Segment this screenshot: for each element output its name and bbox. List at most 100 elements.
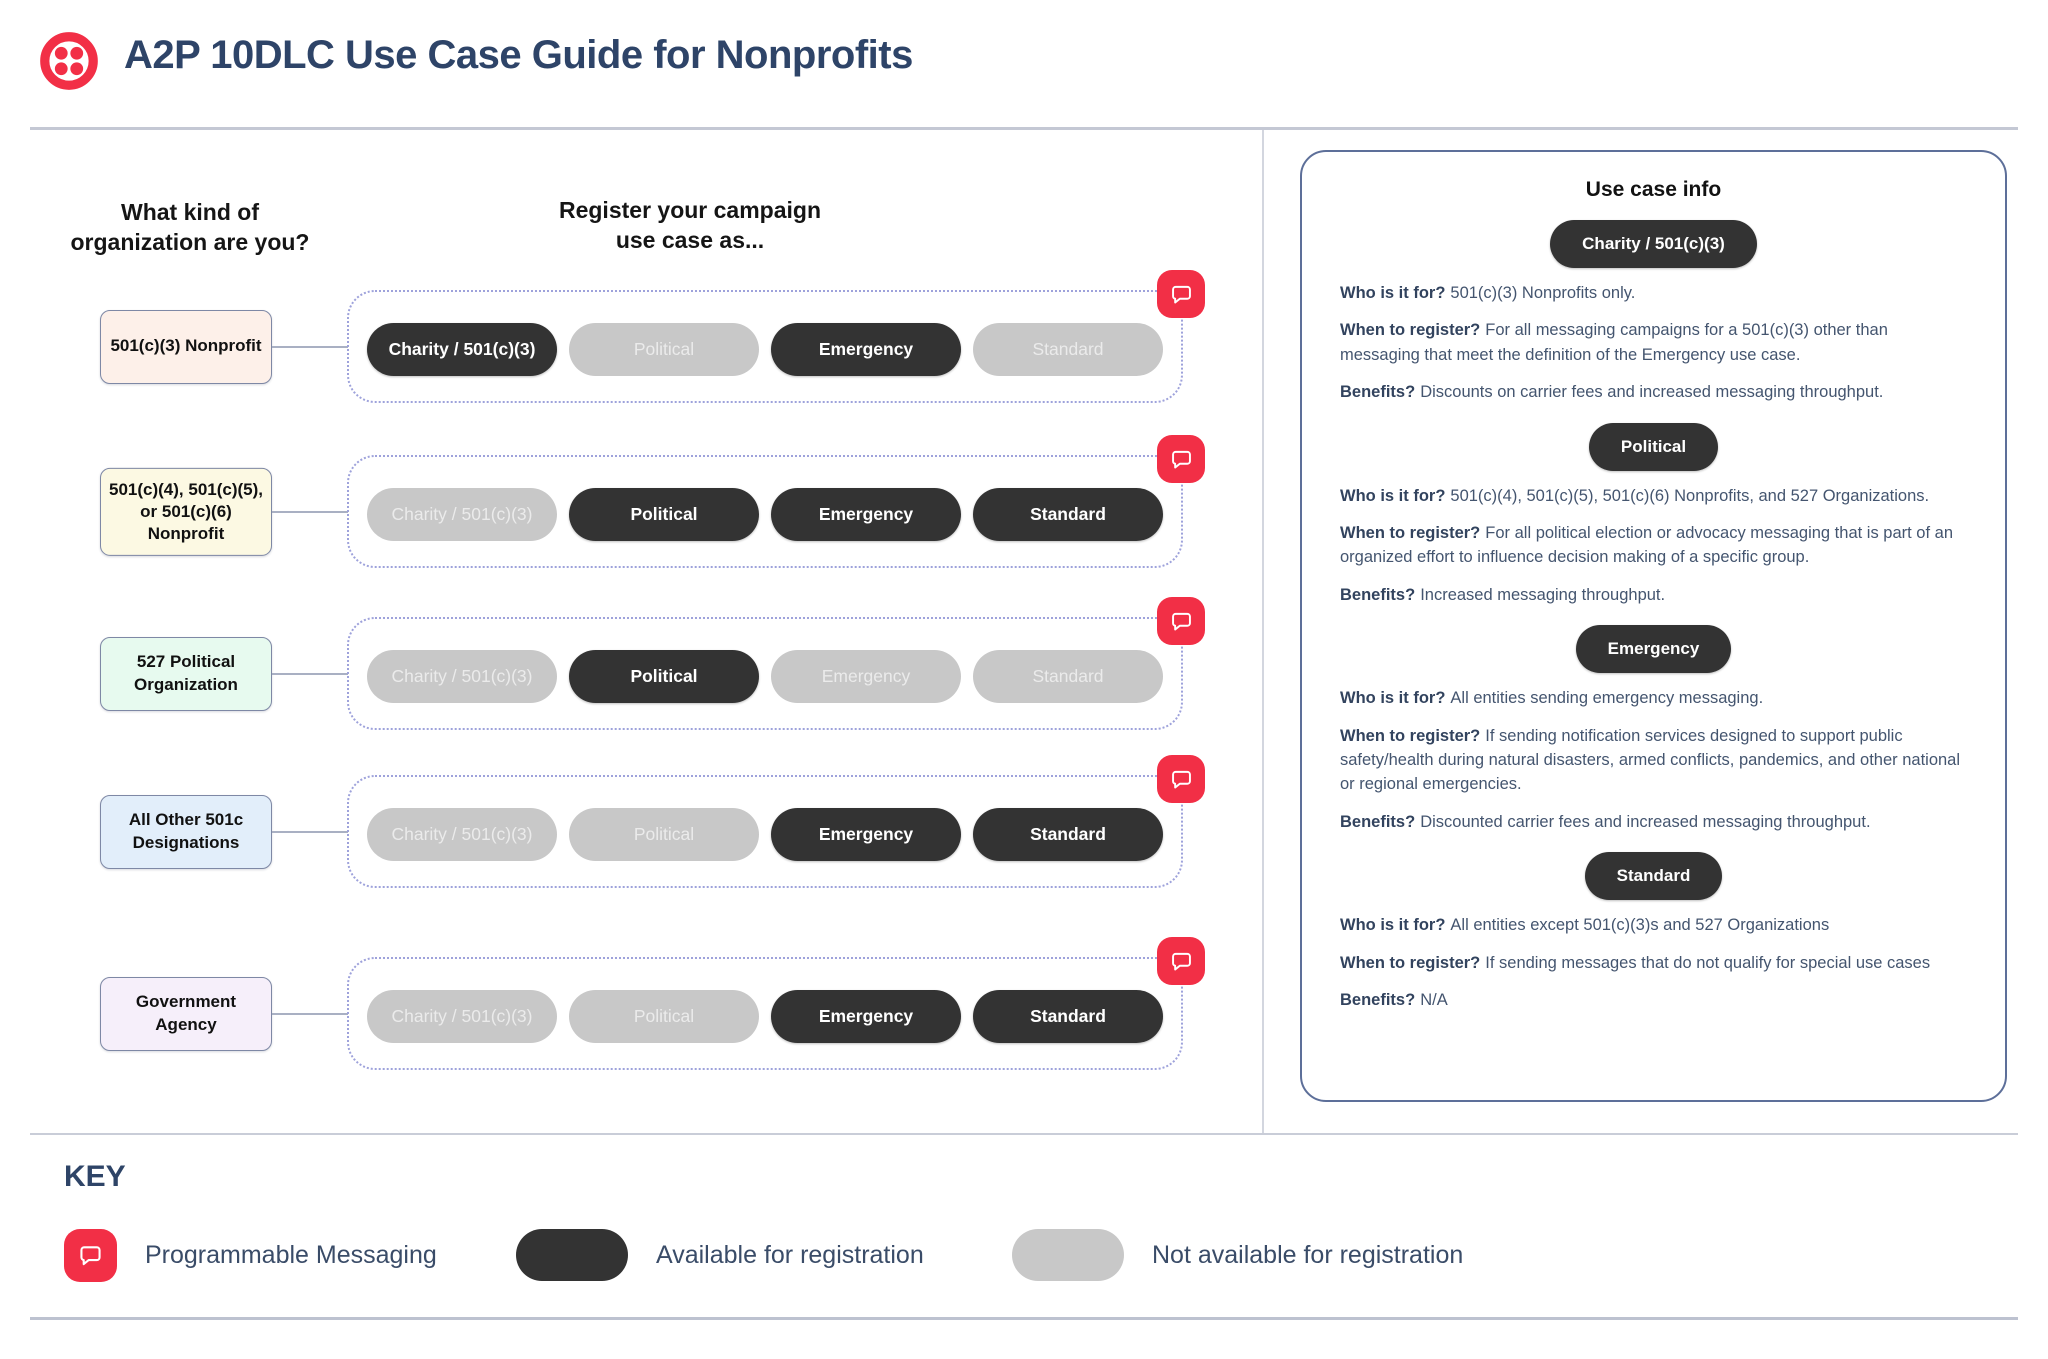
legend-item-programmable-messaging: Programmable Messaging bbox=[64, 1226, 437, 1284]
programmable-messaging-badge bbox=[1157, 937, 1205, 985]
info-item-text: All entities except 501(c)(3)s and 527 O… bbox=[1450, 916, 1830, 935]
org-question-header: What kind of organization are you? bbox=[70, 199, 310, 255]
info-section-charity: Charity / 501(c)(3) Who is it for?501(c)… bbox=[1340, 220, 1967, 405]
page-title: A2P 10DLC Use Case Guide for Nonprofits bbox=[124, 33, 913, 77]
usecase-options-group: Charity / 501(c)(3) Political Emergency … bbox=[347, 937, 1205, 1070]
chat-bubble-icon bbox=[80, 1245, 101, 1265]
info-item-when: When to register?For all messaging campa… bbox=[1340, 318, 1967, 367]
info-item-label: Benefits? bbox=[1340, 383, 1416, 402]
pill-standard: Standard bbox=[973, 650, 1163, 703]
usecase-row-501c3: 501(c)(3) Nonprofit Charity / 501(c)(3) … bbox=[100, 270, 1205, 403]
pill-political: Political bbox=[569, 488, 759, 541]
usecase-row-501c456: 501(c)(4), 501(c)(5), or 501(c)(6) Nonpr… bbox=[100, 435, 1205, 568]
info-item-text: N/A bbox=[1420, 991, 1448, 1010]
info-item-label: Who is it for? bbox=[1340, 284, 1446, 302]
pill-political: Political bbox=[569, 808, 759, 861]
info-pill-political: Political bbox=[1588, 422, 1719, 471]
org-card-other-501c: All Other 501c Designations bbox=[100, 794, 272, 869]
info-item-when: When to register?If sending messages tha… bbox=[1340, 951, 1967, 975]
info-pill-emergency: Emergency bbox=[1575, 625, 1732, 674]
info-item-label: Who is it for? bbox=[1340, 486, 1446, 505]
pill-political: Political bbox=[569, 650, 759, 703]
chat-bubble-icon bbox=[1171, 612, 1191, 630]
pill-standard: Standard bbox=[973, 990, 1163, 1043]
pill-charity: Charity / 501(c)(3) bbox=[367, 808, 557, 861]
info-section-standard: Standard Who is it for?All entities exce… bbox=[1340, 852, 1967, 1012]
org-card-527: 527 Political Organization bbox=[100, 636, 272, 711]
info-item-text: 501(c)(3) Nonprofits only. bbox=[1450, 284, 1636, 302]
info-item-text: If sending messages that do not qualify … bbox=[1485, 953, 1931, 972]
usecase-options-group: Charity / 501(c)(3) Political Emergency … bbox=[347, 597, 1205, 730]
section-divider bbox=[1262, 130, 1264, 1133]
org-card-501c456: 501(c)(4), 501(c)(5), or 501(c)(6) Nonpr… bbox=[100, 467, 272, 556]
info-item-when: When to register?If sending notification… bbox=[1340, 724, 1967, 797]
info-item-text: Discounts on carrier fees and increased … bbox=[1420, 383, 1884, 402]
info-item-benefits: Benefits?Discounted carrier fees and inc… bbox=[1340, 810, 1967, 834]
programmable-messaging-badge bbox=[1157, 597, 1205, 645]
programmable-messaging-badge bbox=[1157, 755, 1205, 803]
pill-emergency: Emergency bbox=[771, 323, 961, 376]
info-section-emergency: Emergency Who is it for?All entities sen… bbox=[1340, 625, 1967, 834]
legend-available-pill bbox=[516, 1229, 628, 1281]
org-card-government: Government Agency bbox=[100, 976, 272, 1051]
key-divider bbox=[30, 1133, 2018, 1135]
usecase-row-government: Government Agency Charity / 501(c)(3) Po… bbox=[100, 937, 1205, 1070]
info-item-text: If sending notification services designe… bbox=[1340, 726, 1961, 794]
key-title: KEY bbox=[64, 1160, 126, 1193]
connector-line bbox=[272, 510, 348, 513]
info-item-text: For all messaging campaigns for a 501(c)… bbox=[1340, 321, 1888, 364]
org-card-label: Government Agency bbox=[135, 992, 237, 1034]
connector-line bbox=[272, 830, 348, 833]
chat-bubble-icon bbox=[1171, 285, 1191, 303]
pill-standard: Standard bbox=[973, 323, 1163, 376]
pill-standard: Standard bbox=[973, 808, 1163, 861]
legend-label: Available for registration bbox=[656, 1240, 924, 1269]
legend-label: Not available for registration bbox=[1152, 1240, 1464, 1269]
connector-line bbox=[272, 672, 348, 675]
info-item-text: For all political election or advocacy m… bbox=[1340, 524, 1954, 567]
org-card-501c3: 501(c)(3) Nonprofit bbox=[100, 309, 272, 384]
use-case-info-panel: Use case info Charity / 501(c)(3) Who is… bbox=[1300, 150, 2007, 1102]
legend-label: Programmable Messaging bbox=[145, 1240, 437, 1269]
info-item-who: Who is it for?501(c)(3) Nonprofits only. bbox=[1340, 281, 1967, 305]
pill-political: Political bbox=[569, 323, 759, 376]
usecase-options-group: Charity / 501(c)(3) Political Emergency … bbox=[347, 435, 1205, 568]
org-card-label: All Other 501c Designations bbox=[128, 810, 244, 852]
info-item-text: Increased messaging throughput. bbox=[1420, 585, 1666, 604]
info-item-benefits: Benefits?Discounts on carrier fees and i… bbox=[1340, 380, 1967, 404]
info-item-label: When to register? bbox=[1340, 953, 1481, 972]
info-item-who: Who is it for?501(c)(4), 501(c)(5), 501(… bbox=[1340, 484, 1967, 508]
usecase-row-other-501c: All Other 501c Designations Charity / 50… bbox=[100, 755, 1205, 888]
info-panel-title: Use case info bbox=[1585, 178, 1722, 201]
info-item-label: Benefits? bbox=[1340, 991, 1416, 1010]
info-item-label: Benefits? bbox=[1340, 585, 1416, 604]
info-item-benefits: Benefits?N/A bbox=[1340, 988, 1967, 1012]
pill-charity: Charity / 501(c)(3) bbox=[367, 488, 557, 541]
org-card-label: 501(c)(3) Nonprofit bbox=[110, 336, 262, 356]
programmable-messaging-badge bbox=[1157, 435, 1205, 483]
usecase-row-527: 527 Political Organization Charity / 501… bbox=[100, 597, 1205, 730]
info-pill-standard: Standard bbox=[1584, 852, 1723, 901]
info-item-label: When to register? bbox=[1340, 524, 1481, 543]
info-item-when: When to register?For all political elect… bbox=[1340, 521, 1967, 570]
info-item-label: Benefits? bbox=[1340, 812, 1416, 831]
pill-emergency: Emergency bbox=[771, 488, 961, 541]
pill-standard: Standard bbox=[973, 488, 1163, 541]
key-legend: Programmable Messaging Available for reg… bbox=[64, 1226, 2008, 1284]
pill-political: Political bbox=[569, 990, 759, 1043]
info-item-text: All entities sending emergency messaging… bbox=[1450, 689, 1764, 708]
chat-bubble-icon bbox=[1171, 952, 1191, 970]
legend-unavailable-pill bbox=[1012, 1229, 1124, 1281]
pill-emergency: Emergency bbox=[771, 808, 961, 861]
info-item-who: Who is it for?All entities except 501(c)… bbox=[1340, 913, 1967, 937]
usecase-header: Register your campaign use case as... bbox=[558, 197, 822, 253]
legend-item-available: Available for registration bbox=[516, 1226, 924, 1284]
info-item-text: Discounted carrier fees and increased me… bbox=[1420, 812, 1871, 831]
legend-item-not-available: Not available for registration bbox=[1012, 1226, 1463, 1284]
pill-emergency: Emergency bbox=[771, 990, 961, 1043]
chat-bubble-icon bbox=[1171, 770, 1191, 788]
usecase-options-group: Charity / 501(c)(3) Political Emergency … bbox=[347, 270, 1205, 403]
info-pill-charity: Charity / 501(c)(3) bbox=[1550, 220, 1757, 268]
usecase-options-group: Charity / 501(c)(3) Political Emergency … bbox=[347, 755, 1205, 888]
info-section-political: Political Who is it for?501(c)(4), 501(c… bbox=[1340, 422, 1967, 608]
